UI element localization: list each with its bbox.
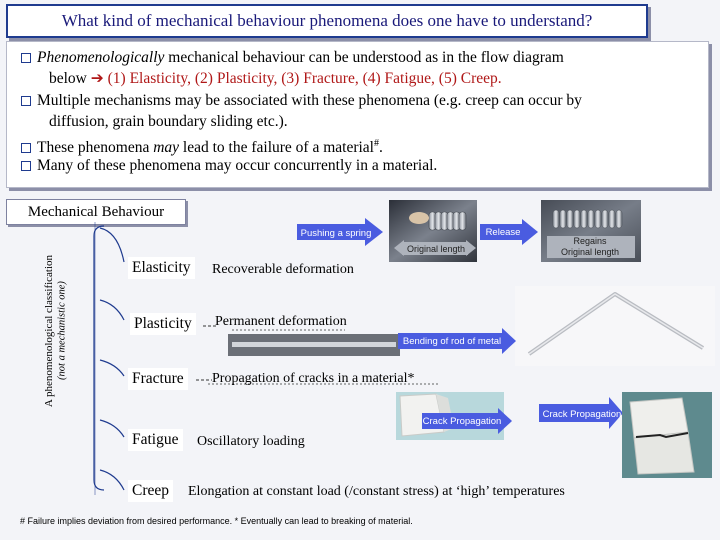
- caption-regains: Regains Original length: [548, 236, 632, 258]
- caption-bending: Bending of rod of metal: [400, 336, 504, 347]
- category-fracture: Fracture: [128, 368, 188, 390]
- straight-rod-photo: [228, 334, 400, 356]
- desc-fracture: Propagation of cracks in a material*: [212, 371, 415, 387]
- category-elasticity: Elasticity: [128, 257, 195, 279]
- bent-rod-photo: [515, 286, 715, 366]
- desc-fatigue: Oscillatory loading: [197, 434, 305, 450]
- category-creep: Creep: [128, 480, 173, 502]
- caption-crack-2: Crack Propagation: [540, 409, 624, 420]
- caption-release: Release: [482, 227, 524, 238]
- caption-pushing: Pushing a spring: [300, 228, 372, 239]
- desc-elasticity: Recoverable deformation: [212, 262, 354, 278]
- category-fatigue: Fatigue: [128, 429, 183, 451]
- desc-plasticity: Permanent deformation: [215, 314, 347, 330]
- desc-creep: Elongation at constant load (/constant s…: [188, 484, 565, 500]
- category-plasticity: Plasticity: [130, 313, 196, 335]
- caption-crack-1: Crack Propagation: [422, 416, 502, 427]
- footnote: # Failure implies deviation from desired…: [20, 516, 413, 526]
- caption-regains-line2: Original length: [561, 247, 619, 257]
- caption-original-length: Original length: [404, 244, 468, 254]
- crack-photo-2: [622, 392, 712, 478]
- caption-regains-line1: Regains: [573, 236, 606, 246]
